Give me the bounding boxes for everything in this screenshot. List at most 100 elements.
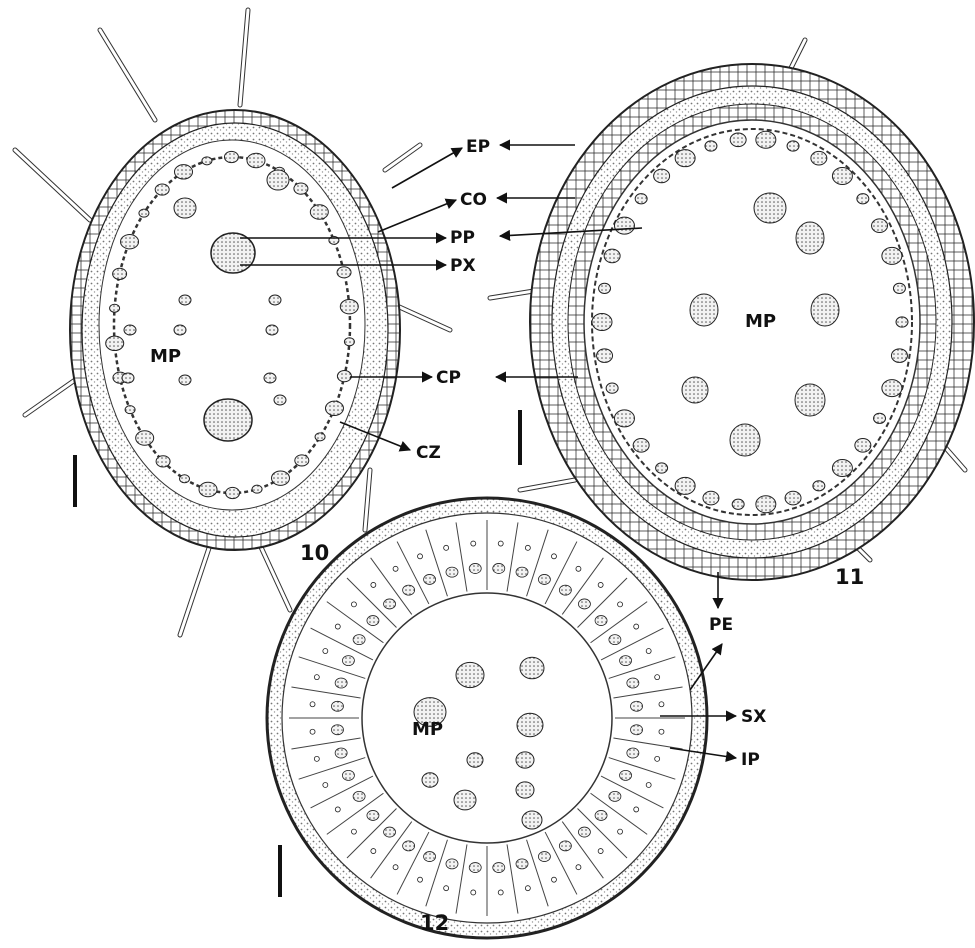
ring-bundle bbox=[832, 460, 852, 477]
label-px: PX bbox=[450, 256, 476, 276]
bundle-panel-11-b bbox=[796, 222, 824, 254]
label-ep: EP bbox=[466, 137, 490, 157]
ring-bundle bbox=[732, 499, 744, 509]
ring-bundle bbox=[174, 165, 192, 179]
interxylary-phloem bbox=[446, 859, 458, 869]
xylem-vessel bbox=[310, 702, 315, 707]
pith-bundle bbox=[467, 753, 483, 767]
xylem-vessel bbox=[634, 807, 639, 812]
ring-bundle bbox=[730, 133, 746, 147]
bundle-panel-10-b bbox=[267, 170, 289, 190]
xylem-vessel bbox=[618, 602, 623, 607]
interxylary-phloem bbox=[331, 725, 343, 735]
interxylary-phloem bbox=[620, 770, 632, 780]
interxylary-phloem bbox=[384, 599, 396, 609]
pith-bundle bbox=[122, 373, 134, 383]
ring-bundle bbox=[604, 249, 620, 263]
interxylary-phloem bbox=[367, 616, 379, 626]
panel-12-number: 12 bbox=[420, 911, 449, 935]
xylem-vessel bbox=[576, 566, 581, 571]
ring-bundle bbox=[315, 433, 325, 441]
xylem-vessel bbox=[393, 566, 398, 571]
ring-bundle bbox=[882, 380, 902, 397]
xylem-vessel bbox=[351, 829, 356, 834]
panel-10-interior-label: MP bbox=[150, 346, 181, 367]
label-cz: CZ bbox=[416, 443, 441, 463]
ring-bundle bbox=[675, 477, 695, 494]
panel-10-number: 10 bbox=[300, 541, 329, 565]
interxylary-phloem bbox=[609, 791, 621, 801]
pith-bundle bbox=[264, 373, 276, 383]
pith-bundle bbox=[124, 325, 136, 335]
panel-11-interior-label: MP bbox=[745, 311, 776, 332]
xylem-vessel bbox=[498, 890, 503, 895]
interxylary-phloem bbox=[578, 827, 590, 837]
interxylary-phloem bbox=[353, 635, 365, 645]
ring-bundle bbox=[202, 157, 212, 165]
scale-bar-panel-11 bbox=[518, 410, 522, 465]
xylem-vessel bbox=[525, 545, 530, 550]
xylem-vessel bbox=[393, 865, 398, 870]
xylem-vessel bbox=[655, 756, 660, 761]
interxylary-phloem bbox=[469, 863, 481, 873]
pith-bundle bbox=[517, 713, 543, 736]
ring-bundle bbox=[675, 150, 695, 167]
ring-bundle bbox=[832, 167, 852, 184]
interxylary-phloem bbox=[609, 635, 621, 645]
bundle-panel-11-d bbox=[811, 294, 839, 326]
ring-bundle bbox=[635, 194, 647, 204]
interxylary-phloem bbox=[342, 770, 354, 780]
ring-bundle bbox=[295, 455, 309, 466]
xylem-vessel bbox=[659, 702, 664, 707]
xylem-vessel bbox=[471, 890, 476, 895]
interxylary-phloem bbox=[559, 585, 571, 595]
ring-bundle bbox=[592, 314, 612, 331]
interxylary-phloem bbox=[331, 701, 343, 711]
ring-bundle bbox=[155, 184, 169, 195]
pith-bundle bbox=[516, 752, 534, 768]
xylem-vessel bbox=[498, 541, 503, 546]
ring-bundle bbox=[872, 219, 888, 233]
interxylary-phloem bbox=[627, 748, 639, 758]
xylem-vessel bbox=[634, 624, 639, 629]
xylem-vessel bbox=[551, 554, 556, 559]
xylem-vessel bbox=[471, 541, 476, 546]
ring-bundle bbox=[224, 151, 238, 162]
ring-bundle bbox=[614, 410, 634, 427]
interxylary-phloem bbox=[403, 585, 415, 595]
xylem-vessel bbox=[335, 807, 340, 812]
xylem-vessel bbox=[551, 877, 556, 882]
ring-bundle bbox=[344, 338, 354, 346]
bundle-panel-11-f bbox=[730, 424, 760, 456]
pith-bundle bbox=[269, 295, 281, 305]
interxylary-phloem bbox=[627, 678, 639, 688]
interxylary-phloem bbox=[516, 567, 528, 577]
bundle-panel-11-e bbox=[795, 384, 825, 416]
label-pp: PP bbox=[450, 228, 475, 248]
pith-bundle bbox=[274, 395, 286, 405]
label-co: CO bbox=[460, 190, 487, 210]
ring-bundle bbox=[247, 153, 265, 167]
interxylary-phloem bbox=[446, 567, 458, 577]
panel-11-section: MP 11 bbox=[490, 40, 974, 589]
pith-bundle bbox=[456, 662, 484, 687]
xylem-vessel bbox=[646, 782, 651, 787]
xylem-vessel bbox=[598, 582, 603, 587]
pith-bundle bbox=[422, 773, 438, 787]
xylem-vessel bbox=[646, 649, 651, 654]
ring-bundle bbox=[703, 491, 719, 505]
ring-bundle bbox=[787, 141, 799, 151]
ring-bundle bbox=[180, 475, 190, 483]
xylem-vessel bbox=[371, 849, 376, 854]
ring-bundle bbox=[811, 151, 827, 165]
ring-bundle bbox=[136, 431, 154, 445]
xylem-vessel bbox=[576, 865, 581, 870]
panel-12-interior-label: MP bbox=[412, 719, 443, 740]
large-bundle-panel-10-bottom bbox=[204, 399, 252, 441]
scale-bar-panel-10 bbox=[73, 455, 77, 507]
ring-bundle bbox=[756, 496, 776, 513]
ring-bundle bbox=[656, 463, 668, 473]
label-sx: SX bbox=[741, 707, 766, 727]
panel-12-section: MP 12 bbox=[267, 498, 707, 938]
